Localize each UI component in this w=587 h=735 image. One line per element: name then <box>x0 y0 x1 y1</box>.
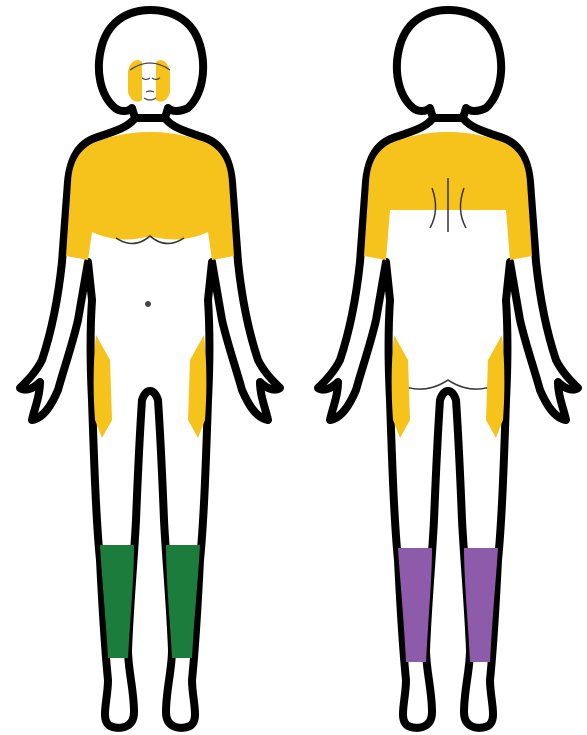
back-figure <box>318 10 578 728</box>
front-head <box>99 10 203 118</box>
front-figure <box>20 10 280 728</box>
back-head <box>397 10 501 118</box>
front-navel <box>145 301 151 307</box>
